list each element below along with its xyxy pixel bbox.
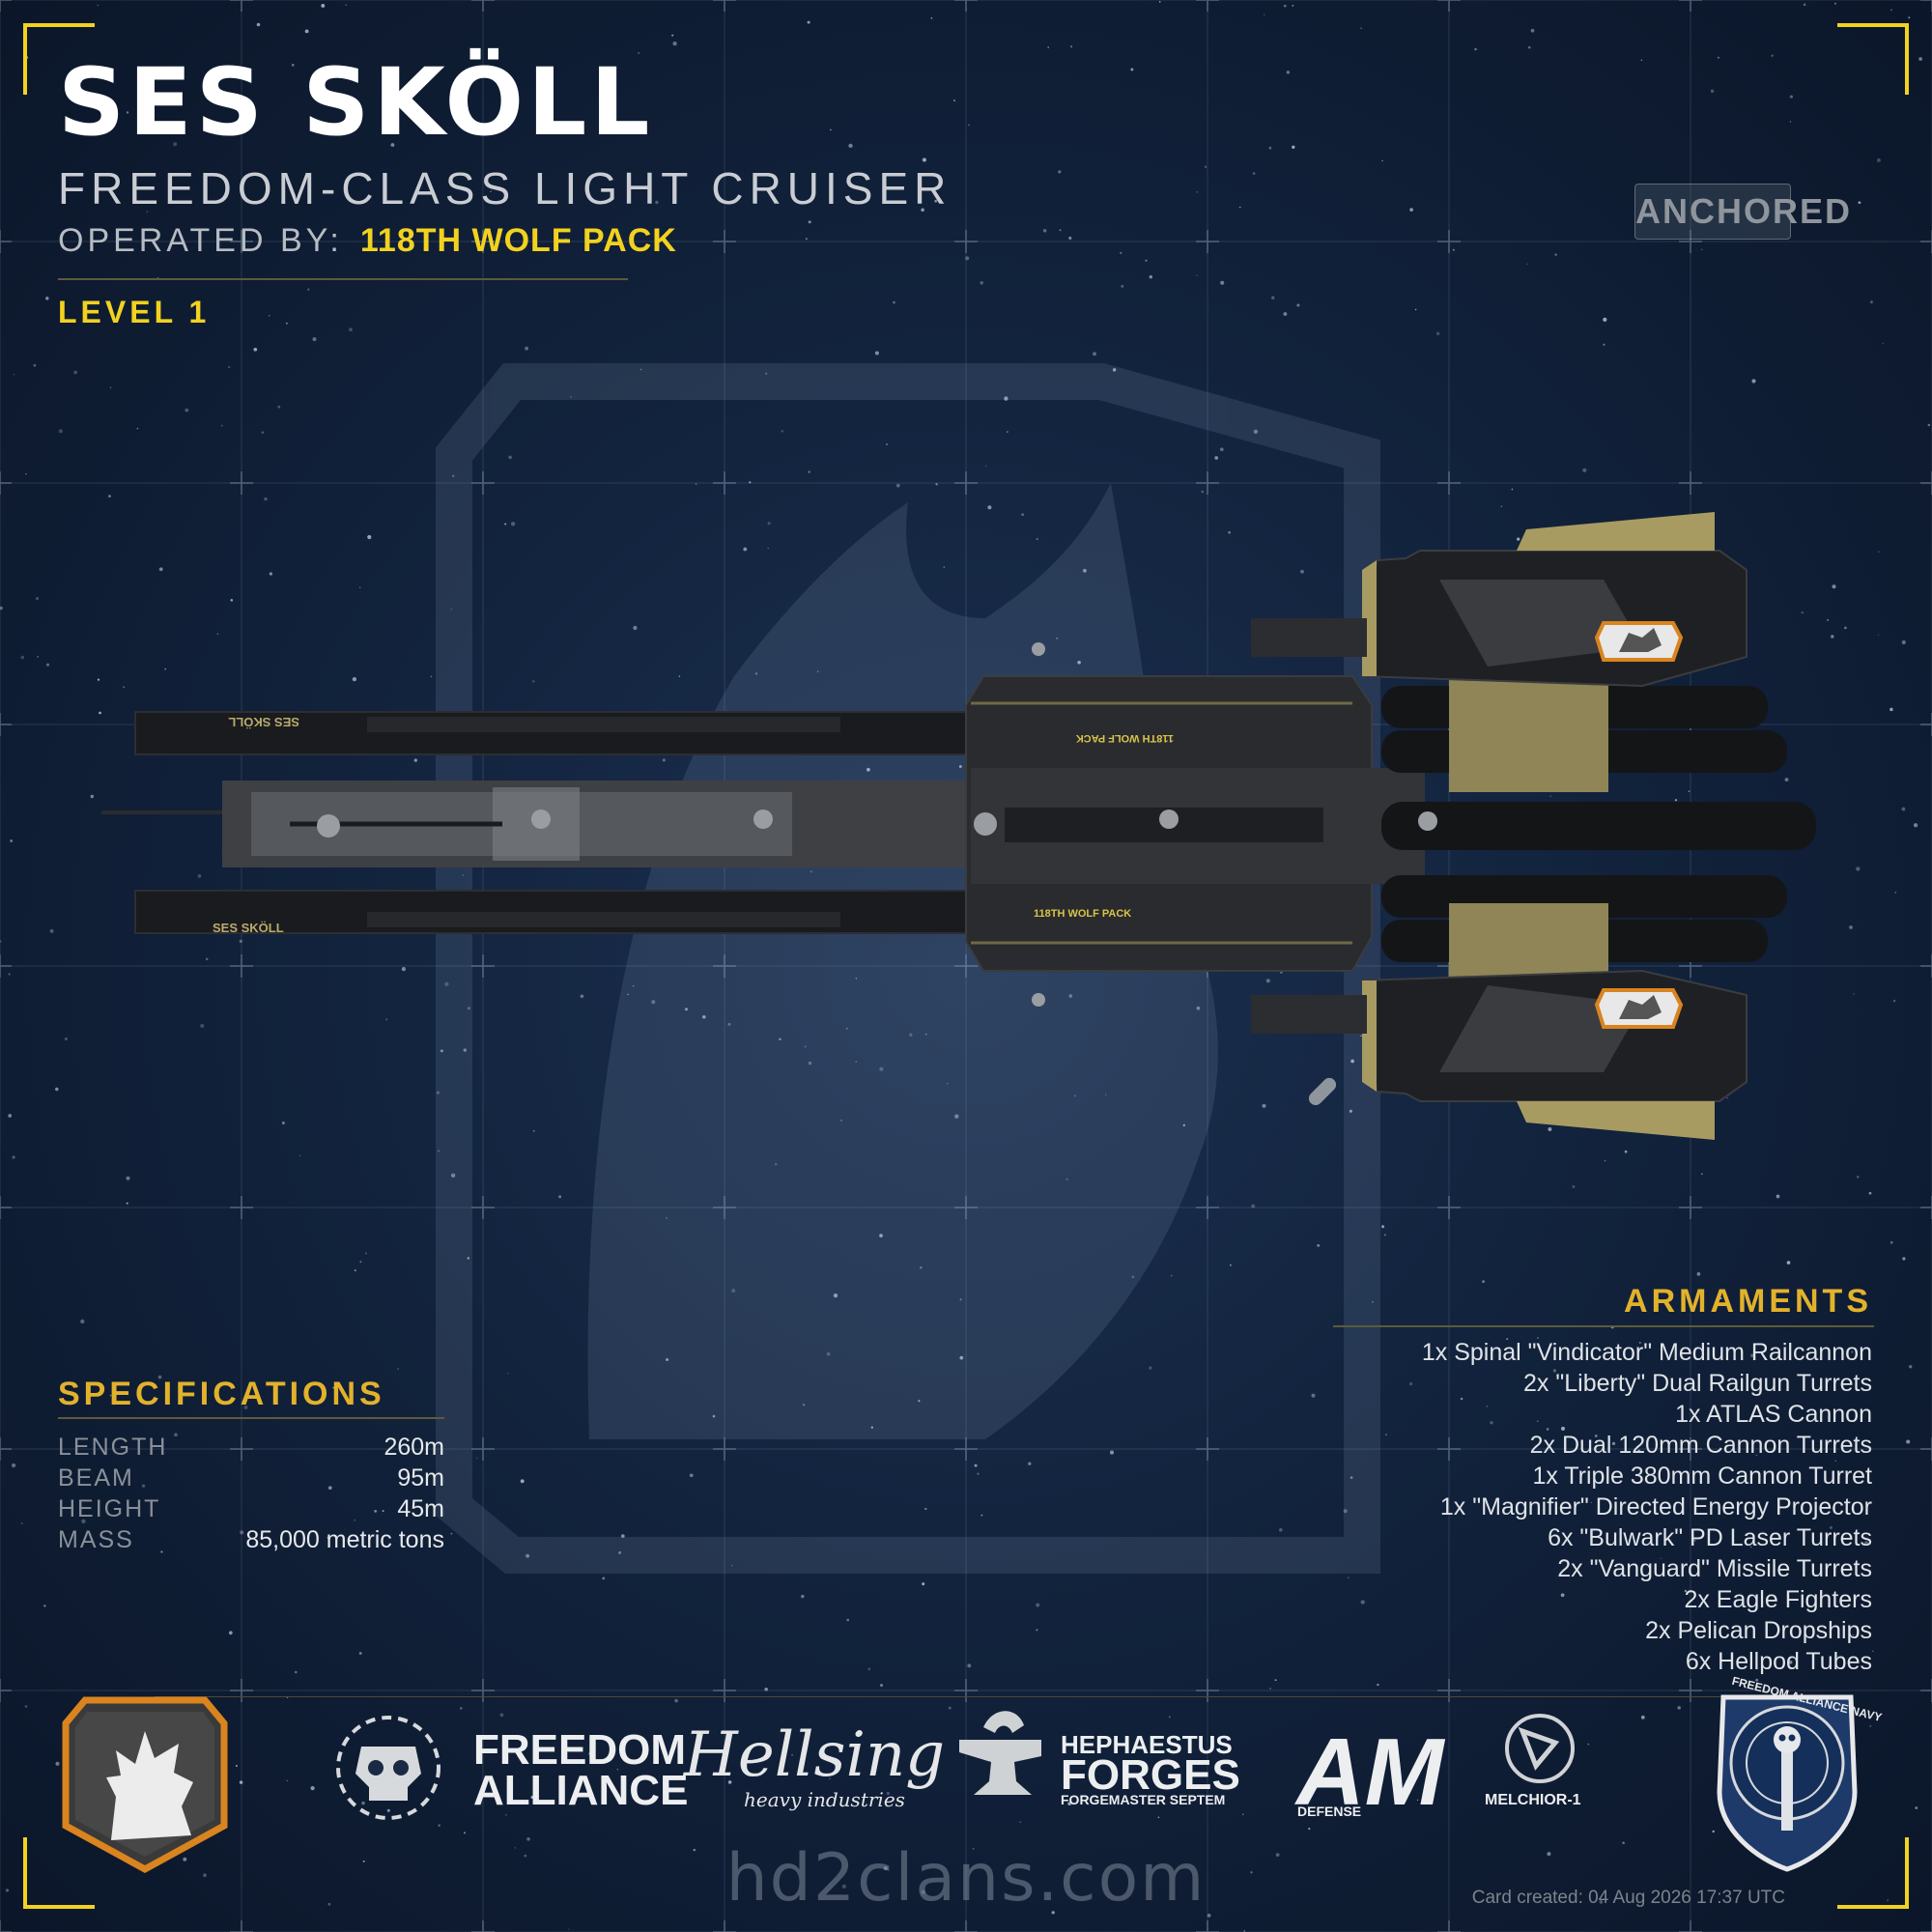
armament-item: 6x "Bulwark" PD Laser Turrets xyxy=(1548,1524,1872,1551)
corner-bracket-top-right xyxy=(1837,23,1909,95)
logos-divider xyxy=(155,1696,1777,1697)
spec-row-length: LENGTH 260m xyxy=(58,1434,444,1464)
hull-emblem-bottom xyxy=(1594,988,1684,1029)
created-timestamp: Card created: 04 Aug 2026 17:37 UTC xyxy=(1471,1888,1785,1908)
hephaestus-line1: HEPHAESTUS xyxy=(1061,1730,1233,1759)
am-defense: DEFENSE xyxy=(1297,1804,1361,1819)
spec-value: 260m xyxy=(384,1434,444,1461)
spec-value: 45m xyxy=(397,1495,444,1522)
operated-by: OPERATED BY: 118TH WOLF PACK xyxy=(58,222,677,260)
hull-name-top: SES SKÖLL xyxy=(228,715,299,729)
hellsing-line1: Hellsing xyxy=(683,1719,945,1791)
spec-label: MASS xyxy=(58,1526,134,1553)
spec-label: BEAM xyxy=(58,1464,134,1492)
armament-item: 2x Eagle Fighters xyxy=(1684,1586,1872,1613)
freedom-alliance-line1: FREEDOM xyxy=(473,1726,686,1774)
hull-emblem-top xyxy=(1594,621,1684,662)
armament-item: 2x Pelican Dropships xyxy=(1645,1617,1872,1644)
ship-hull xyxy=(101,512,1816,1140)
corner-bracket-top-left xyxy=(23,23,95,95)
armament-item: 2x "Liberty" Dual Railgun Turrets xyxy=(1523,1370,1872,1397)
ship-class: FREEDOM-CLASS LIGHT CRUISER xyxy=(58,163,952,213)
ship-name: SES SKÖLL xyxy=(58,48,654,156)
armament-item: 1x Triple 380mm Cannon Turret xyxy=(1532,1463,1872,1490)
wolf-emblem-icon xyxy=(62,1696,228,1873)
operator-name: 118TH WOLF PACK xyxy=(359,222,677,259)
skull-wreath-icon xyxy=(336,1716,440,1820)
armament-item: 2x "Vanguard" Missile Turrets xyxy=(1557,1555,1872,1582)
am-logo: AM xyxy=(1293,1719,1446,1825)
spec-row-mass: MASS 85,000 metric tons xyxy=(58,1526,444,1557)
hull-operator-bottom: 118TH WOLF PACK xyxy=(1034,908,1131,920)
operated-by-label: OPERATED BY: xyxy=(58,222,343,259)
freedom-alliance-line2: ALLIANCE xyxy=(473,1767,688,1814)
armament-item: 2x Dual 120mm Cannon Turrets xyxy=(1529,1432,1872,1459)
spec-label: HEIGHT xyxy=(58,1495,161,1522)
spec-value: 95m xyxy=(397,1464,444,1492)
armament-item: 1x Spinal "Vindicator" Medium Railcannon xyxy=(1421,1339,1872,1366)
hellsing-line2: heavy industries xyxy=(744,1788,905,1811)
hephaestus-line2: FORGES xyxy=(1061,1751,1240,1799)
specifications-heading: SPECIFICATIONS xyxy=(58,1376,385,1412)
melchior-icon xyxy=(1505,1714,1575,1783)
ship-level: LEVEL 1 xyxy=(58,295,211,329)
armaments-divider xyxy=(1333,1325,1874,1327)
melchior-label: MELCHIOR-1 xyxy=(1485,1792,1581,1808)
header-divider xyxy=(58,278,628,280)
site-watermark: hd2clans.com xyxy=(725,1840,1207,1917)
anvil-icon xyxy=(959,1711,1041,1795)
armament-item: 1x ATLAS Cannon xyxy=(1675,1401,1872,1428)
armament-item: 1x "Magnifier" Directed Energy Projector xyxy=(1439,1493,1872,1520)
spec-row-beam: BEAM 95m xyxy=(58,1464,444,1495)
hull-operator-top: 118TH WOLF PACK xyxy=(1076,732,1174,744)
navy-badge-icon xyxy=(1717,1694,1858,1872)
spec-value: 85,000 metric tons xyxy=(245,1526,444,1553)
armaments-heading: ARMAMENTS xyxy=(1624,1283,1872,1320)
corner-bracket-bottom-right xyxy=(1837,1837,1909,1909)
spec-row-height: HEIGHT 45m xyxy=(58,1495,444,1526)
specifications-divider xyxy=(58,1417,444,1419)
hephaestus-line3: FORGEMASTER SEPTEM xyxy=(1061,1792,1225,1807)
spec-label: LENGTH xyxy=(58,1434,168,1461)
armament-item: 6x Hellpod Tubes xyxy=(1685,1648,1872,1675)
hull-name-bottom: SES SKÖLL xyxy=(213,921,284,935)
corner-bracket-bottom-left xyxy=(23,1837,95,1909)
